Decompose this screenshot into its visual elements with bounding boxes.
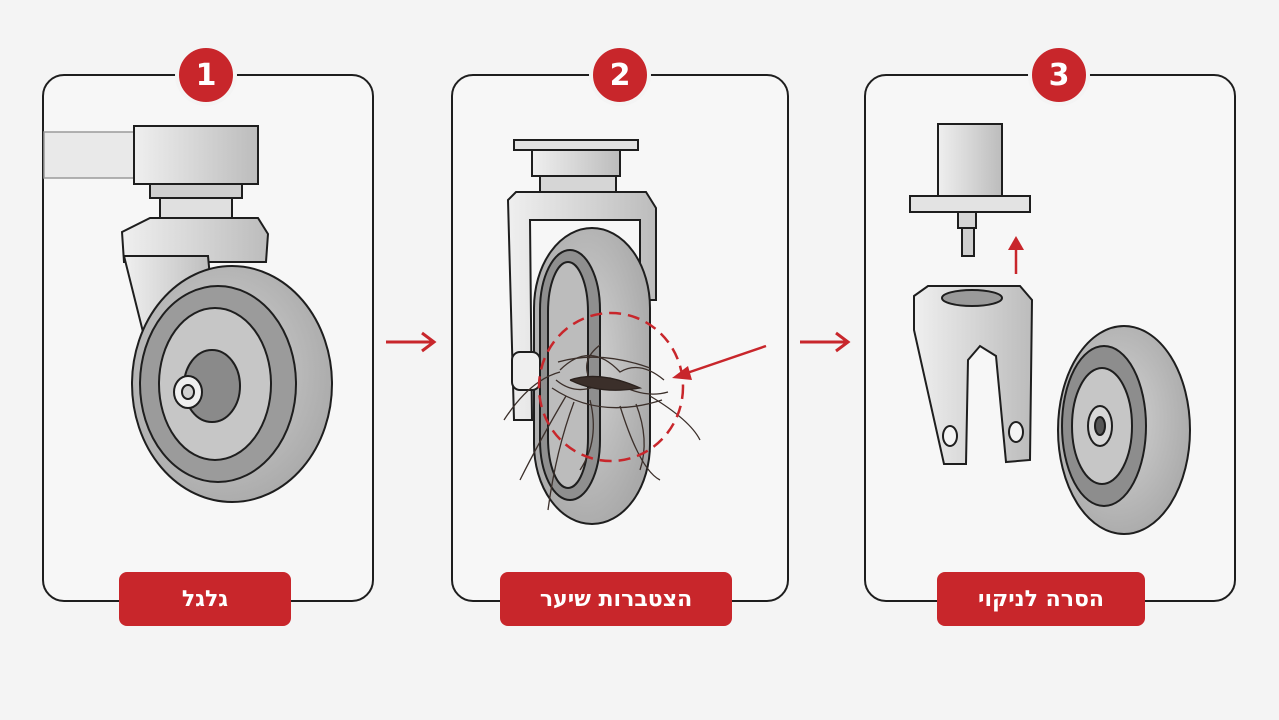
step-label-1: גלגל <box>119 572 291 626</box>
step-badge-3: 3 <box>1028 44 1090 106</box>
arrow-right-2 <box>800 331 851 353</box>
caster-disassembled <box>909 123 1191 535</box>
step-label-2: הצטברות שיער <box>500 572 732 626</box>
step-badge-2: 2 <box>589 44 651 106</box>
highlight-circle <box>537 311 685 463</box>
step-badge-1: 1 <box>175 44 237 106</box>
hair-clump <box>503 344 701 511</box>
up-arrow <box>1008 236 1024 274</box>
arrow-right-1 <box>386 331 437 353</box>
pointer-arrow <box>672 344 767 380</box>
caster-assembled <box>43 125 333 503</box>
step-label-3: הסרה לניקוי <box>937 572 1145 626</box>
